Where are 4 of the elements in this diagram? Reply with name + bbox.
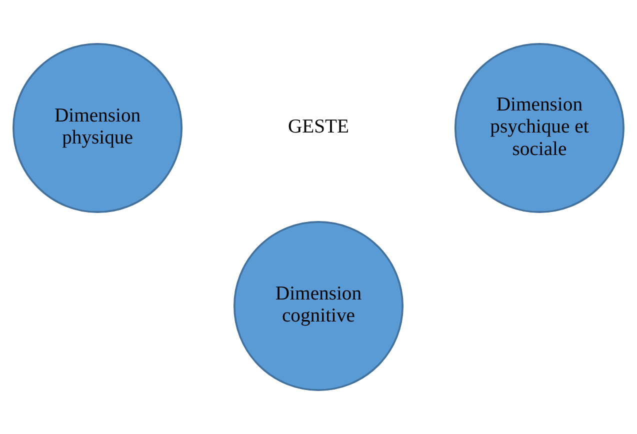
label: GESTE [288,116,350,138]
node-circle: Dimension psychique et sociale [454,42,624,213]
node-circle: Dimension cognitive [234,221,404,391]
node-circle: Dimension physique [12,42,183,213]
